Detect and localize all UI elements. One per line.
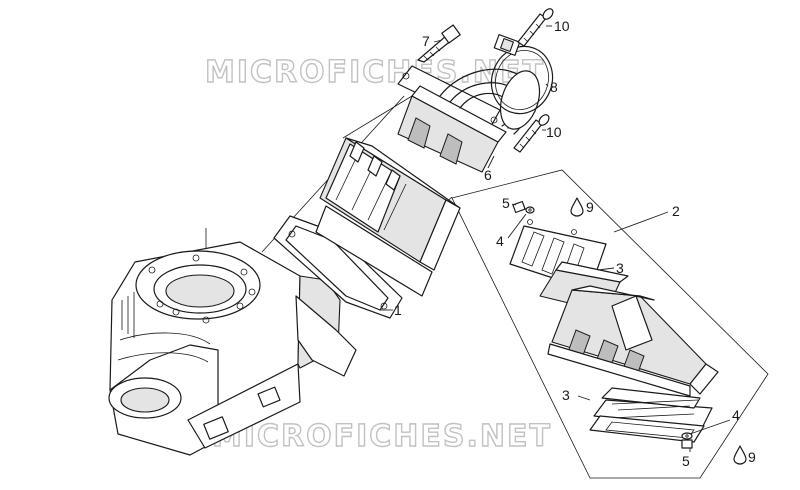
callout-3-upper: 3 — [616, 260, 624, 276]
callout-7: 7 — [422, 33, 430, 49]
threadlock-drop-lower-icon — [733, 445, 747, 465]
screw-5-upper — [512, 200, 533, 214]
callout-4-lower: 4 — [732, 407, 740, 423]
callout-9-lower: 9 — [748, 449, 756, 465]
washer-4-lower — [681, 432, 693, 440]
callout-8: 8 — [550, 79, 558, 95]
callout-4-upper: 4 — [496, 233, 504, 249]
callout-6: 6 — [484, 167, 492, 183]
callout-numbers: 1 2 3 3 4 4 5 5 6 7 8 9 9 10 10 — [394, 18, 756, 469]
callout-9-upper: 9 — [586, 199, 594, 215]
watermark-top: MICROFICHES.NET — [205, 55, 545, 90]
reed-kit-frame — [451, 169, 769, 479]
screw-7 — [417, 24, 461, 63]
callout-10-upper: 10 — [554, 18, 570, 34]
callout-3-lower: 3 — [562, 387, 570, 403]
callout-2: 2 — [672, 203, 680, 219]
intake-manifold — [397, 65, 541, 173]
reed-gasket-lower — [589, 415, 705, 443]
bolt-10-lower — [513, 114, 550, 153]
manifold-gasket — [273, 215, 403, 319]
callout-10-lower: 10 — [546, 124, 562, 140]
watermark-bottom: MICROFICHES.NET — [212, 419, 552, 454]
bolt-10-upper — [517, 8, 554, 47]
cylinder — [108, 228, 357, 456]
reed-block-upper — [315, 137, 461, 297]
washer-4-upper — [525, 206, 535, 214]
threadlock-drop-upper-icon — [570, 197, 584, 217]
callout-5-lower: 5 — [682, 453, 690, 469]
callout-5-upper: 5 — [502, 195, 510, 211]
hose-clamp — [490, 34, 554, 115]
leader-lines — [380, 25, 731, 452]
callout-1: 1 — [394, 302, 402, 318]
reed-cage — [547, 285, 719, 397]
